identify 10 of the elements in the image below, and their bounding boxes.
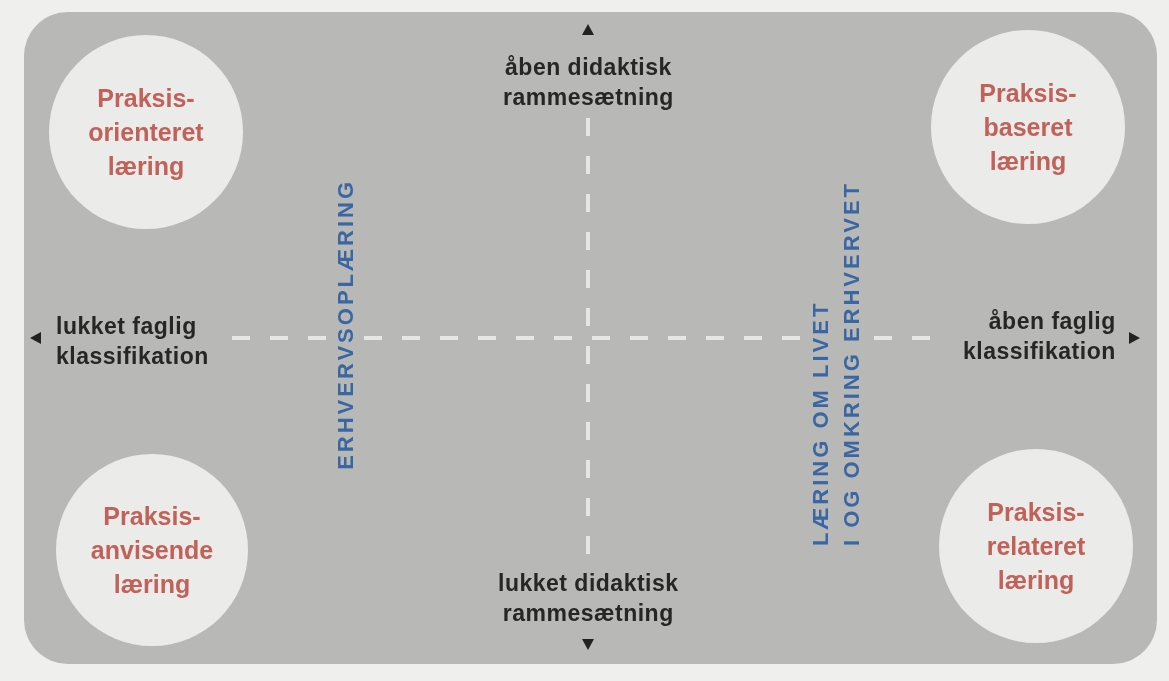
axis-label: lukket faglig klassifikation [56, 312, 209, 371]
concept-label: Praksis- orienteret læring [88, 83, 204, 182]
axis-label: åben didaktisk rammesætning [503, 53, 674, 112]
concept-label: Praksis- baseret læring [979, 78, 1077, 177]
concept-label: Praksis- relateret læring [986, 497, 1086, 596]
axis-label: åben faglig klassifikation [963, 307, 1116, 366]
concept-label: Praksis- anvisende læring [90, 501, 214, 600]
vertical-label: LÆRING OM LIVET I OG OMKRING ERHVERVET [807, 181, 865, 547]
axis-label: lukket didaktisk rammesætning [498, 569, 679, 628]
vertical-label: ERHVERVSOPLÆRING [332, 179, 359, 470]
